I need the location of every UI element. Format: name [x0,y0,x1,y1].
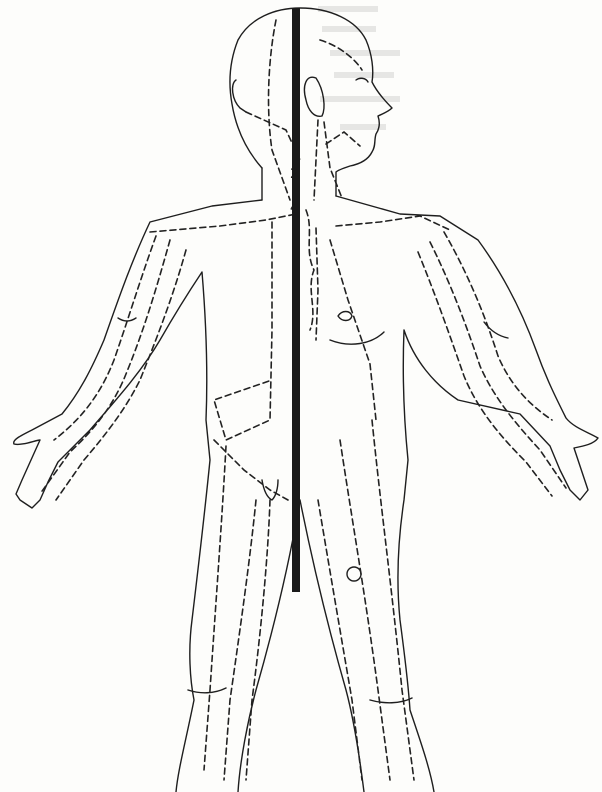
knee-mark [347,567,361,581]
channel-neck [314,120,342,200]
channel-arm-left-2 [40,240,170,494]
channel-arm-right-2 [430,242,566,488]
channel-leg-left-3 [246,500,270,780]
eye-mark [356,78,368,82]
channel-torso-right [316,228,376,420]
spine-channel [306,210,314,330]
channel-arm-right-1 [444,232,552,420]
channel-leg-left-2 [224,500,256,780]
body-outline [14,196,598,792]
channel-leg-right-3 [372,420,414,780]
marker-2: 2 [290,167,298,182]
channel-leg-left-1 [204,446,226,770]
chest-line [330,332,384,344]
channel-shoulder-right [336,216,450,230]
channel-head-1 [269,20,290,200]
marker-4: 4 [290,201,298,216]
channel-leg-right-2 [340,440,390,780]
channel-torso-left [214,222,272,440]
inner-leg-outline [238,500,364,792]
channel-arm-left-3 [56,250,186,500]
nipple-mark [338,312,352,321]
channel-arm-right-3 [418,252,552,496]
meridian-channels [40,20,566,780]
rear-ear-outline [233,80,246,112]
elbow-mark-left [118,318,136,321]
